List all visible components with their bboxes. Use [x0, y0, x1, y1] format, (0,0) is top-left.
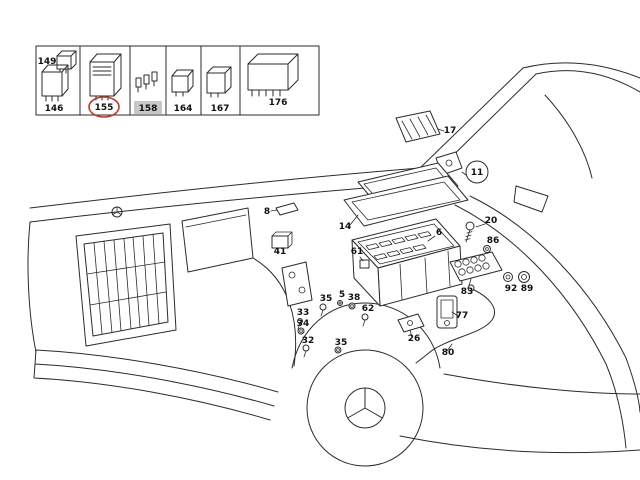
front-wheel — [306, 349, 424, 467]
fuse-box-assembly — [270, 110, 530, 364]
lid-frame — [343, 175, 469, 227]
part-callout-61[interactable]: 61 — [351, 247, 364, 257]
hood-star-emblem — [111, 206, 123, 218]
left-fender-edge — [27, 221, 37, 353]
part-41-relay — [271, 231, 293, 249]
legend-label: 146 — [45, 104, 64, 114]
legend-item-158[interactable]: 158 — [134, 71, 162, 114]
roof-line — [522, 62, 640, 93]
part-83-terminal-block — [449, 251, 503, 282]
rocker-lines — [399, 373, 640, 454]
legend-label: 158 — [139, 104, 158, 114]
legend-item-164[interactable]: 164 — [171, 69, 194, 114]
side-window-line — [544, 94, 593, 179]
part-callout-89[interactable]: 89 — [521, 284, 534, 294]
relay-164-icon — [171, 75, 189, 93]
selected-part-highlight-circle — [88, 96, 120, 118]
part-89-ring — [518, 271, 530, 283]
part-callout-83[interactable]: 83 — [461, 287, 474, 297]
wheel-arch — [291, 302, 441, 369]
legend-label: 176 — [269, 98, 288, 108]
part-callout-34[interactable]: 34 — [297, 319, 310, 329]
part-8-plate — [275, 202, 299, 216]
legend-item-176[interactable]: 176 — [247, 53, 299, 108]
side-mirror — [513, 185, 549, 213]
legend-label: 155 — [95, 103, 114, 113]
front-bumper — [33, 349, 279, 421]
part-callout-14[interactable]: 14 — [339, 222, 352, 232]
pins-158-icon — [135, 71, 158, 88]
grille-hatch — [86, 233, 167, 335]
relay-146-icon — [41, 71, 63, 97]
legend-label: 167 — [211, 104, 230, 114]
legend-label: 164 — [174, 104, 193, 114]
part-20-screw — [464, 221, 475, 243]
headlight — [181, 207, 254, 273]
legend-dividers — [79, 45, 241, 116]
relay-149-icon — [56, 55, 72, 70]
door-line-1 — [454, 204, 627, 449]
part-callout-6[interactable]: 6 — [436, 228, 442, 238]
part-callout-86[interactable]: 86 — [487, 236, 500, 246]
part-callout-35[interactable]: 35 — [320, 294, 333, 304]
part-callout-17[interactable]: 17 — [444, 126, 457, 136]
legend-shaded-chip — [134, 101, 162, 114]
part-17-cover — [395, 110, 441, 143]
hood-crease-line — [29, 185, 391, 223]
legend-item-155[interactable]: 155 — [88, 53, 122, 118]
part-61 — [359, 259, 370, 269]
part-77-relay — [436, 295, 458, 329]
relay-176-icon — [247, 63, 289, 91]
part-11-balloon — [465, 160, 489, 184]
part-callout-8[interactable]: 8 — [264, 207, 270, 217]
door-line-2 — [469, 195, 640, 413]
part-callout-62[interactable]: 62 — [362, 304, 375, 314]
relay-167-icon — [206, 72, 226, 94]
part-callout-38[interactable]: 38 — [348, 293, 361, 303]
part-26-bracket — [397, 313, 425, 333]
part-callout-5[interactable]: 5 — [339, 290, 345, 300]
leader-11 — [461, 171, 467, 176]
fusebox-left — [351, 239, 381, 307]
grille-outer — [75, 223, 177, 347]
part-86-washer — [483, 245, 491, 253]
legend-label: 149 — [38, 57, 57, 67]
wheel-star-emblem — [344, 387, 386, 429]
hood-top-line — [29, 167, 421, 209]
headlight-inner-line — [185, 214, 247, 228]
callout-leader-lines — [270, 128, 486, 352]
hardware-fasteners — [297, 300, 369, 358]
part-callout-35[interactable]: 35 — [335, 338, 348, 348]
part-80-cable — [415, 287, 495, 364]
legend-item-167[interactable]: 167 — [206, 66, 232, 114]
legend-panel: 149 146 155 158 164 16 — [35, 45, 320, 118]
part-callout-41[interactable]: 41 — [274, 247, 287, 257]
part-callout-20[interactable]: 20 — [485, 216, 498, 226]
part-callout-11[interactable]: 11 — [471, 168, 484, 178]
part-callout-80[interactable]: 80 — [442, 348, 455, 358]
legend-item-149-146[interactable]: 149 146 — [38, 50, 77, 114]
part-92-ring — [503, 272, 513, 282]
part-callout-77[interactable]: 77 — [456, 311, 469, 321]
part-callout-26[interactable]: 26 — [408, 334, 421, 344]
part-callout-32[interactable]: 32 — [302, 336, 315, 346]
car-body — [27, 62, 640, 467]
part-callout-92[interactable]: 92 — [505, 284, 518, 294]
part-callout-33[interactable]: 33 — [297, 308, 310, 318]
mounting-bracket — [281, 261, 313, 307]
